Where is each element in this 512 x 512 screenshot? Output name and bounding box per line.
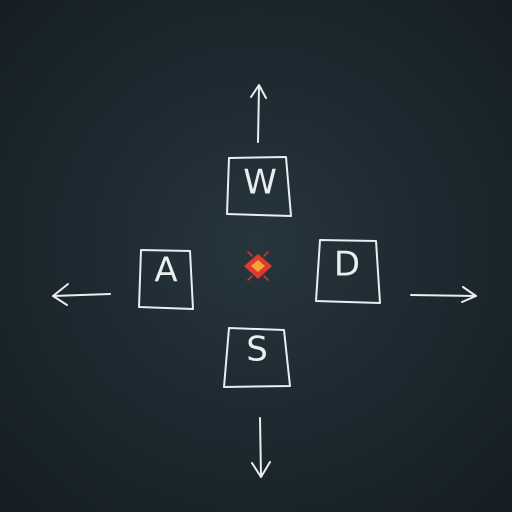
- key-d-outline: [315, 239, 381, 304]
- key-d-label: D: [334, 245, 360, 285]
- arrow-down-icon: [251, 417, 271, 478]
- key-w[interactable]: W: [226, 156, 292, 217]
- player-gem-icon: [244, 251, 272, 281]
- key-d[interactable]: D: [315, 239, 381, 304]
- key-s-label: S: [246, 330, 268, 370]
- key-w-label: W: [243, 163, 277, 203]
- key-a-outline: [138, 249, 194, 310]
- arrow-up-icon: [250, 84, 267, 143]
- key-a-label: A: [154, 251, 177, 291]
- key-w-outline: [226, 156, 292, 217]
- arrow-right-icon: [410, 286, 477, 303]
- key-a[interactable]: A: [138, 249, 194, 310]
- arrow-left-icon: [52, 283, 111, 306]
- key-s-outline: [223, 327, 291, 388]
- key-s[interactable]: S: [223, 327, 291, 388]
